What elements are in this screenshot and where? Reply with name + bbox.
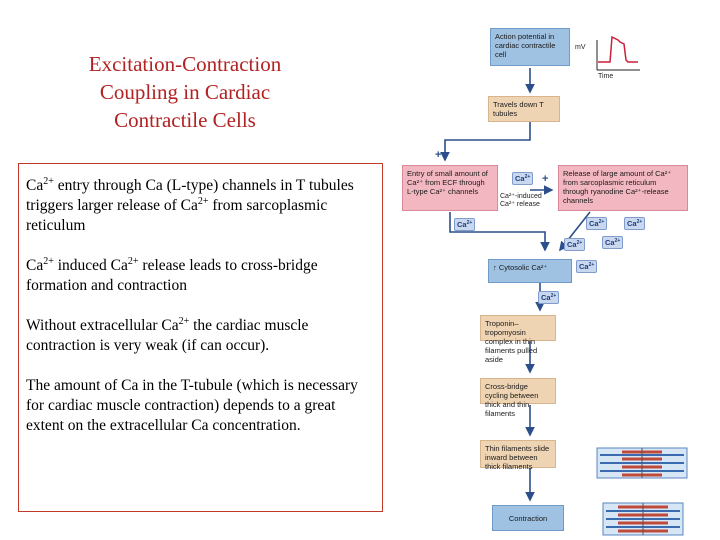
explanation-textbox: Ca2+ entry through Ca (L-type) channels …: [18, 163, 383, 512]
plus-sign-middle: +: [542, 173, 549, 185]
ca-ion-badge: Ca2+: [602, 236, 624, 249]
title-line-1: Excitation-Contraction: [88, 52, 282, 76]
sarcomere-contracted-icon: [602, 502, 684, 536]
slide-title: Excitation-Contraction Coupling in Cardi…: [60, 50, 310, 134]
p1-text-b: entry through Ca (L-type) channels in T …: [26, 177, 354, 214]
paragraph-t-tubule: The amount of Ca in the T-tubule (which …: [26, 377, 358, 434]
plus-sign-top: +: [435, 149, 442, 161]
action-potential-box: Action potential in cardiac contractile …: [490, 28, 570, 66]
sarcomere-relaxed-icon: [596, 447, 688, 479]
crossbridge-box: Cross-bridge cycling between thick and t…: [480, 378, 556, 418]
action-potential-graph: [596, 35, 640, 71]
ca-ion-badge: Ca2+: [576, 260, 598, 273]
ca-ion-badge: Ca2+: [564, 238, 586, 251]
p1-text-a: Ca: [26, 177, 44, 194]
release-large-ca-box: Release of large amount of Ca²⁺ from sar…: [558, 165, 688, 211]
travels-down-box: Travels down T tubules: [488, 96, 560, 122]
p3-text-b: the cardiac muscle contraction is very w…: [26, 317, 309, 354]
contraction-box: Contraction: [492, 505, 564, 531]
title-line-3: Contractile Cells: [114, 108, 256, 132]
cytosolic-ca-box: ↑ Cytosolic Ca²⁺: [488, 259, 572, 283]
paragraph-extracellular: Without extracellular Ca2+ the cardiac m…: [26, 316, 376, 356]
entry-small-ca-box: Entry of small amount of Ca²⁺ from ECF t…: [402, 165, 498, 211]
paragraph-ca-induced: Ca2+ induced Ca2+ release leads to cross…: [26, 256, 376, 296]
p3-text-a: Without extracellular Ca: [26, 317, 179, 334]
ca-ion-badge: Ca2+: [586, 217, 608, 230]
paragraph-ca-entry: Ca2+ entry through Ca (L-type) channels …: [26, 176, 376, 236]
p2-sup-b: 2+: [127, 256, 139, 267]
p2-text-b: induced Ca: [53, 257, 128, 274]
ca-ion-badge: Ca2+: [538, 291, 560, 304]
ca-ion-badge: Ca2+: [454, 218, 476, 231]
p2-sup-a: 2+: [43, 256, 54, 267]
flow-arrows: [440, 68, 591, 502]
p3-sup-a: 2+: [178, 316, 190, 327]
p2-text-c: release leads to cross-bridge formation …: [26, 257, 318, 294]
thin-filaments-box: Thin filaments slide inward between thic…: [480, 440, 556, 471]
p1-text-c: from sarcoplasmic reticulum: [26, 197, 328, 234]
ca-induced-label: Ca²⁺-induced Ca²⁺ release: [500, 193, 542, 208]
p2-text-a: Ca: [26, 257, 44, 274]
ca-ion-badge: Ca2+: [512, 172, 534, 185]
p1-sup-b: 2+: [197, 196, 209, 207]
title-line-2: Coupling in Cardiac: [99, 80, 271, 104]
ca-ion-badge: Ca2+: [624, 217, 646, 230]
time-axis-label: Time: [598, 73, 614, 80]
p1-sup-a: 2+: [43, 176, 54, 187]
troponin-box: Troponin–tropomyosin complex in thin fil…: [480, 315, 556, 364]
mv-axis-label: mV: [575, 44, 586, 51]
